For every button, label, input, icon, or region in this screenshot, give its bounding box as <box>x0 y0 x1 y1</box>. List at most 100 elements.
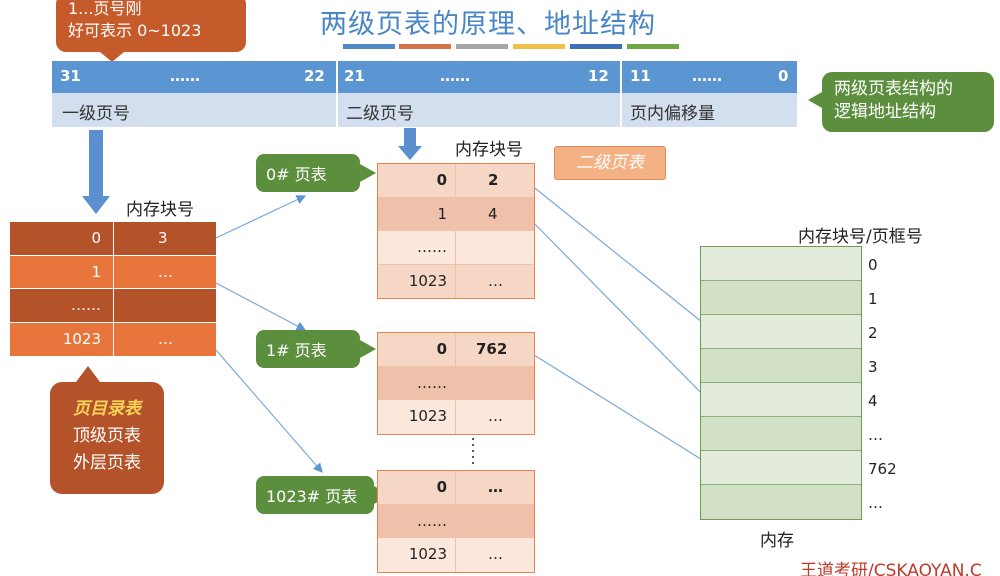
connector-line <box>215 349 323 473</box>
table-row: 1023 … <box>378 400 534 434</box>
footer-watermark: 王道考研/CSKAOYAN.C <box>800 561 982 576</box>
table-tag-1023: 1023# 页表 <box>256 476 390 514</box>
memory-block <box>701 451 861 485</box>
table-tag-label: 1023# 页表 <box>266 487 358 506</box>
table-cell <box>456 505 536 538</box>
connector-line <box>215 195 307 239</box>
color-bar <box>513 44 565 49</box>
bit-index: 0 <box>778 67 789 85</box>
table-cell: 1 <box>378 197 456 230</box>
bit-dots: …… <box>692 67 722 85</box>
memory-block <box>701 315 861 349</box>
callout-line: 1...页号刚 <box>68 0 142 18</box>
page-directory-table: 0 3 1 … …… 1023 … <box>10 222 216 356</box>
callout-pointer <box>76 366 100 382</box>
table-cell: 1023 <box>378 400 456 434</box>
memory-header: 内存块号/页框号 <box>798 227 923 247</box>
callout-line: 外层页表 <box>73 453 141 473</box>
table-row: …… <box>378 504 536 538</box>
table-cell: … <box>158 262 173 281</box>
down-arrow-level1 <box>82 130 110 214</box>
table-cell: …… <box>378 231 456 264</box>
callout-pointer <box>100 52 124 62</box>
table-cell: 1023 <box>378 264 456 298</box>
color-bar <box>627 44 679 49</box>
memory-block <box>701 417 861 451</box>
table-cell: … <box>488 545 503 563</box>
memory-block <box>701 247 861 281</box>
page-directory-callout: 页目录表 顶级页表 外层页表 <box>50 382 164 494</box>
color-bar <box>570 44 622 49</box>
connector-line <box>525 349 714 467</box>
page-title: 两级页表的原理、地址结构 <box>320 9 656 40</box>
bit-dots: …… <box>440 67 470 85</box>
table-cell: 4 <box>488 204 498 223</box>
table-cell: …… <box>378 504 456 537</box>
table-row: …… <box>378 231 534 265</box>
table-cell: … <box>488 478 503 496</box>
table-row: 1023 … <box>378 538 534 572</box>
table-tag-label: 1# 页表 <box>266 341 327 360</box>
table-cell: 0 <box>10 222 114 255</box>
page-table-1023: 0 … …… 1023 … <box>377 470 535 573</box>
memory-block-number: … <box>868 426 883 444</box>
logic-address-callout: 两级页表结构的 逻辑地址结构 <box>822 72 994 132</box>
callout-pointer <box>360 164 376 182</box>
table-row: 0 762 <box>378 333 534 367</box>
table-row: 1023 … <box>10 322 216 356</box>
memory-block <box>701 281 861 315</box>
bit-index: 22 <box>304 67 325 85</box>
table-cell: 2 <box>488 171 499 189</box>
memory-block-number: 762 <box>868 460 897 478</box>
address-fields-bar <box>52 93 797 127</box>
bit-index: 12 <box>588 67 609 85</box>
address-bits-bar <box>52 61 797 93</box>
table-row: 1 … <box>10 255 216 289</box>
page-number-range-callout: 1...页号刚 好可表示 0~1023 <box>56 0 246 52</box>
callout-line: 好可表示 0~1023 <box>68 21 202 40</box>
table-cell: 0 <box>378 333 456 366</box>
memory-block <box>701 349 861 383</box>
page-directory-header: 内存块号 <box>126 200 194 220</box>
table-row: 1023 … <box>378 264 534 298</box>
table-cell: … <box>158 329 173 348</box>
table-row: 0 3 <box>10 222 216 256</box>
color-bar <box>399 44 451 49</box>
memory-block-number: 1 <box>868 290 878 308</box>
connector-line <box>215 282 307 331</box>
table-cell <box>456 231 536 264</box>
table-cell: … <box>488 271 503 290</box>
table-cell: 0 <box>378 471 456 504</box>
memory-block-number: … <box>868 494 883 512</box>
table-row: 1 4 <box>378 197 534 231</box>
table-cell: …… <box>378 366 456 399</box>
table-cell: 1023 <box>10 322 114 356</box>
callout-pointer <box>808 92 822 108</box>
table-cell <box>456 367 536 400</box>
field-label-level2: 二级页号 <box>346 104 414 124</box>
table-tag-1: 1# 页表 <box>256 330 376 368</box>
field-divider <box>620 61 622 127</box>
field-label-level1: 一级页号 <box>62 104 130 124</box>
callout-pointer <box>360 340 376 358</box>
table-tag-label: 0# 页表 <box>266 165 327 184</box>
page-table-0: 0 2 1 4 …… 1023 … <box>377 163 535 299</box>
field-label-offset: 页内偏移量 <box>630 104 715 124</box>
block-number-label: 内存块号 <box>455 140 523 160</box>
table-row: …… <box>10 289 216 323</box>
memory-block-number: 0 <box>868 256 878 274</box>
second-level-label: 二级页表 <box>554 146 666 180</box>
memory-blocks <box>700 246 862 520</box>
table-cell: … <box>488 407 503 425</box>
table-cell: 1023 <box>378 538 456 572</box>
connector-line <box>525 214 713 405</box>
memory-block <box>701 383 861 417</box>
table-tag-0: 0# 页表 <box>256 154 376 192</box>
table-row: 0 2 <box>378 164 534 198</box>
table-row: 0 … <box>378 471 534 505</box>
table-cell: 1 <box>10 255 114 288</box>
color-bar <box>343 44 395 49</box>
table-cell: 762 <box>476 340 508 358</box>
color-bar <box>456 44 508 49</box>
connector-line <box>525 180 713 331</box>
